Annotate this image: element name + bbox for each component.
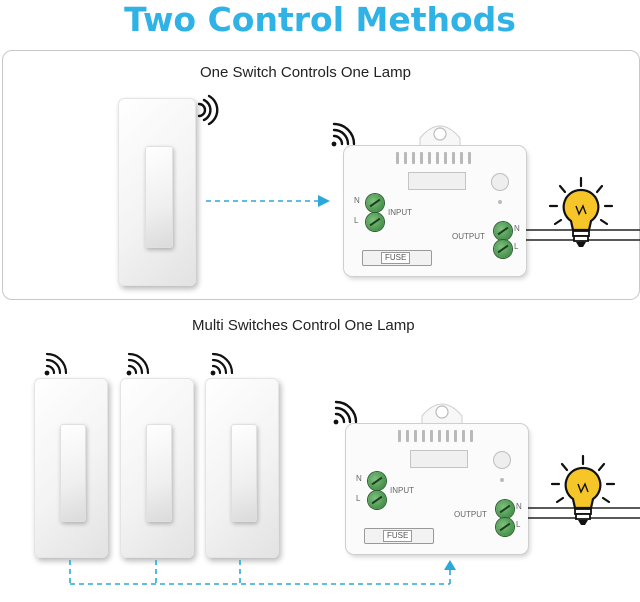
pair-button[interactable] [492,174,508,190]
input-terminal-l [366,213,384,231]
output-label: OUTPUT [452,232,485,241]
switch-rocker[interactable] [146,424,172,522]
method1-caption: One Switch Controls One Lamp [200,64,411,81]
output-l-label: L [516,520,521,529]
switch-rocker[interactable] [145,146,173,248]
input-terminal-n [368,472,386,490]
input-terminal-n [366,194,384,212]
wifi-signal-icon [333,400,358,425]
fuse-label: FUSE [383,530,413,542]
switch-rocker[interactable] [60,424,86,522]
output-terminal-n [496,500,514,518]
output-n-label: N [516,502,522,511]
wall-switch-2[interactable] [120,378,194,558]
wall-switch-3[interactable] [205,378,279,558]
arrow-icon [69,560,456,585]
input-n-label: N [356,474,362,483]
input-label: INPUT [390,486,414,495]
output-terminal-l [494,240,512,258]
input-l-label: L [356,494,361,503]
input-n-label: N [354,196,360,205]
fuse-holder: FUSE [364,528,434,544]
output-terminal-l [496,518,514,536]
wifi-signal-icon [210,352,234,376]
output-terminal-n [494,222,512,240]
output-n-label: N [514,224,520,233]
status-led [498,200,502,204]
label-window [410,450,468,468]
fuse-holder: FUSE [362,250,432,266]
output-l-label: L [514,242,519,251]
fuse-label: FUSE [381,252,411,264]
light-bulb-icon [548,176,614,247]
arrow-icon [206,195,330,207]
output-label: OUTPUT [454,510,487,519]
pair-button[interactable] [494,452,510,468]
method2-caption: Multi Switches Control One Lamp [192,317,415,334]
wifi-signal-icon [126,352,150,376]
page-title: Two Control Methods [124,0,516,39]
input-label: INPUT [388,208,412,217]
status-led [500,478,504,482]
switch-rocker[interactable] [231,424,257,522]
method1-panel [2,50,640,300]
wall-switch-1[interactable] [34,378,108,558]
label-window [408,172,466,190]
wifi-signal-icon [197,94,219,126]
light-bulb-icon [550,454,616,525]
wifi-signal-icon [44,352,68,376]
receiver-module: N L INPUT N L OUTPUT FUSE [344,146,526,276]
input-l-label: L [354,216,359,225]
wall-switch[interactable] [118,98,196,286]
receiver-module: N L INPUT N L OUTPUT FUSE [346,424,528,554]
wifi-signal-icon [331,122,356,147]
input-terminal-l [368,491,386,509]
